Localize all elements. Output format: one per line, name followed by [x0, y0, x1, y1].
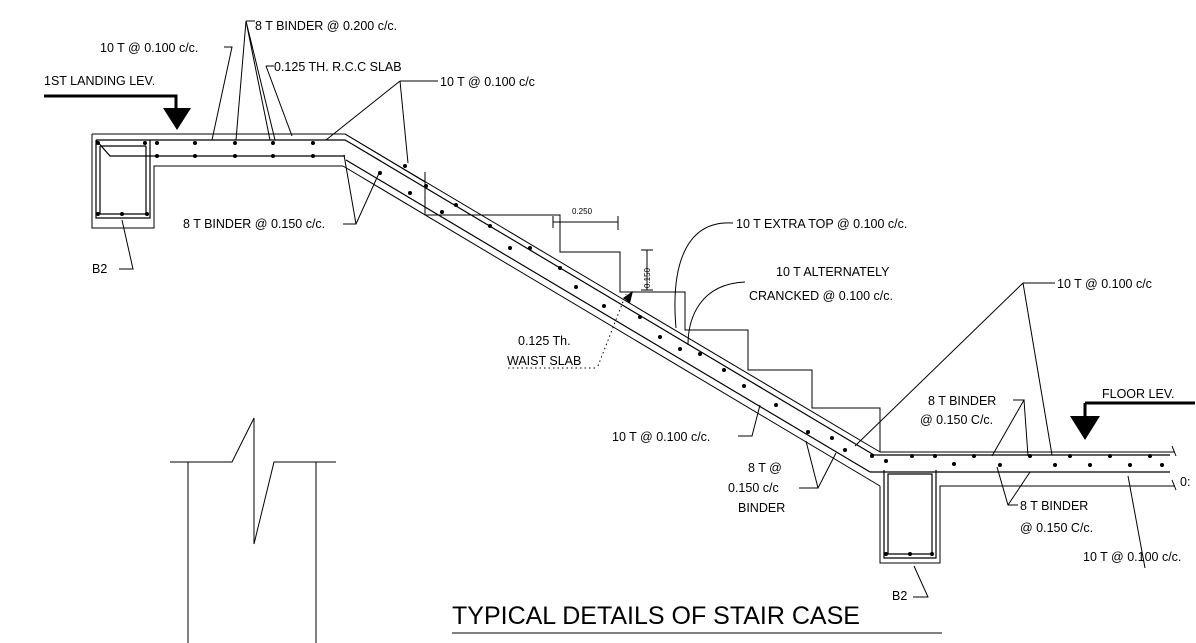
leader-lines [119, 20, 1146, 598]
waist-slab-label-line2: WAIST SLAB [507, 354, 581, 368]
floor-edge-mark: 0: [1180, 475, 1190, 489]
flight-binder-label-line1: 8 T @ [748, 461, 782, 475]
break-line-symbol [170, 417, 336, 643]
alternately-label-line2: CRANCKED @ 0.100 c/c. [749, 289, 893, 303]
landing-level-label: 1ST LANDING LEV. [44, 74, 155, 88]
alternately-label-line1: 10 T ALTERNATELY [776, 265, 890, 279]
landing-level-arrow [44, 94, 191, 130]
tread-dimension-value: 0.250 [572, 207, 593, 216]
landing-top-bar-label: 10 T @ 0.100 c/c [440, 75, 535, 89]
landing-binder-bottom-label: 8 T BINDER @ 0.150 c/c. [183, 217, 325, 231]
landing-slab-reinforcement [95, 139, 353, 219]
landing-main-bar-label: 10 T @ 0.100 c/c. [100, 41, 198, 55]
waist-slab-outline [342, 133, 881, 487]
riser-dimension-value: 0.150 [643, 267, 652, 288]
drawing-title: TYPICAL DETAILS OF STAIR CASE [452, 602, 860, 630]
labels: 8 T BINDER @ 0.200 c/c. 10 T @ 0.100 c/c… [44, 19, 1190, 630]
waist-bar-dots [378, 164, 847, 452]
flight-binder-label-line2: 0.150 c/c [728, 481, 779, 495]
floor-beam-label: B2 [892, 589, 907, 603]
floor-level-arrow [1070, 401, 1195, 440]
landing-bar-dots [96, 141, 315, 216]
floor-binder-bottom-line2: @ 0.150 C/c. [1020, 521, 1093, 535]
stair-steps [424, 172, 881, 452]
waist-slab-label-line1: 0.125 Th. [518, 334, 571, 348]
landing-beam-label: B2 [92, 262, 107, 276]
floor-level-label: FLOOR LEV. [1102, 387, 1175, 401]
floor-binder-top-line2: @ 0.150 C/c. [920, 413, 993, 427]
floor-bottom-bar-label: 10 T @ 0.100 c/c. [1083, 550, 1181, 564]
floor-bar-dots [870, 454, 1164, 556]
tread-dimension: 0.250 [552, 207, 619, 230]
flight-bottom-bar-label: 10 T @ 0.100 c/c. [612, 430, 710, 444]
riser-dimension: 0.150 [641, 249, 653, 291]
floor-binder-bottom-line1: 8 T BINDER [1020, 499, 1088, 513]
extra-top-label: 10 T EXTRA TOP @ 0.100 c/c. [736, 217, 907, 231]
flight-binder-label-line3: BINDER [738, 501, 785, 515]
floor-binder-top-line1: 8 T BINDER [928, 394, 996, 408]
floor-top-bar-label: 10 T @ 0.100 c/c [1057, 277, 1152, 291]
landing-slab-label: 0.125 TH. R.C.C SLAB [274, 60, 402, 74]
landing-binder-top-label: 8 T BINDER @ 0.200 c/c. [255, 19, 397, 33]
floor-slab-reinforcement [870, 454, 1170, 559]
